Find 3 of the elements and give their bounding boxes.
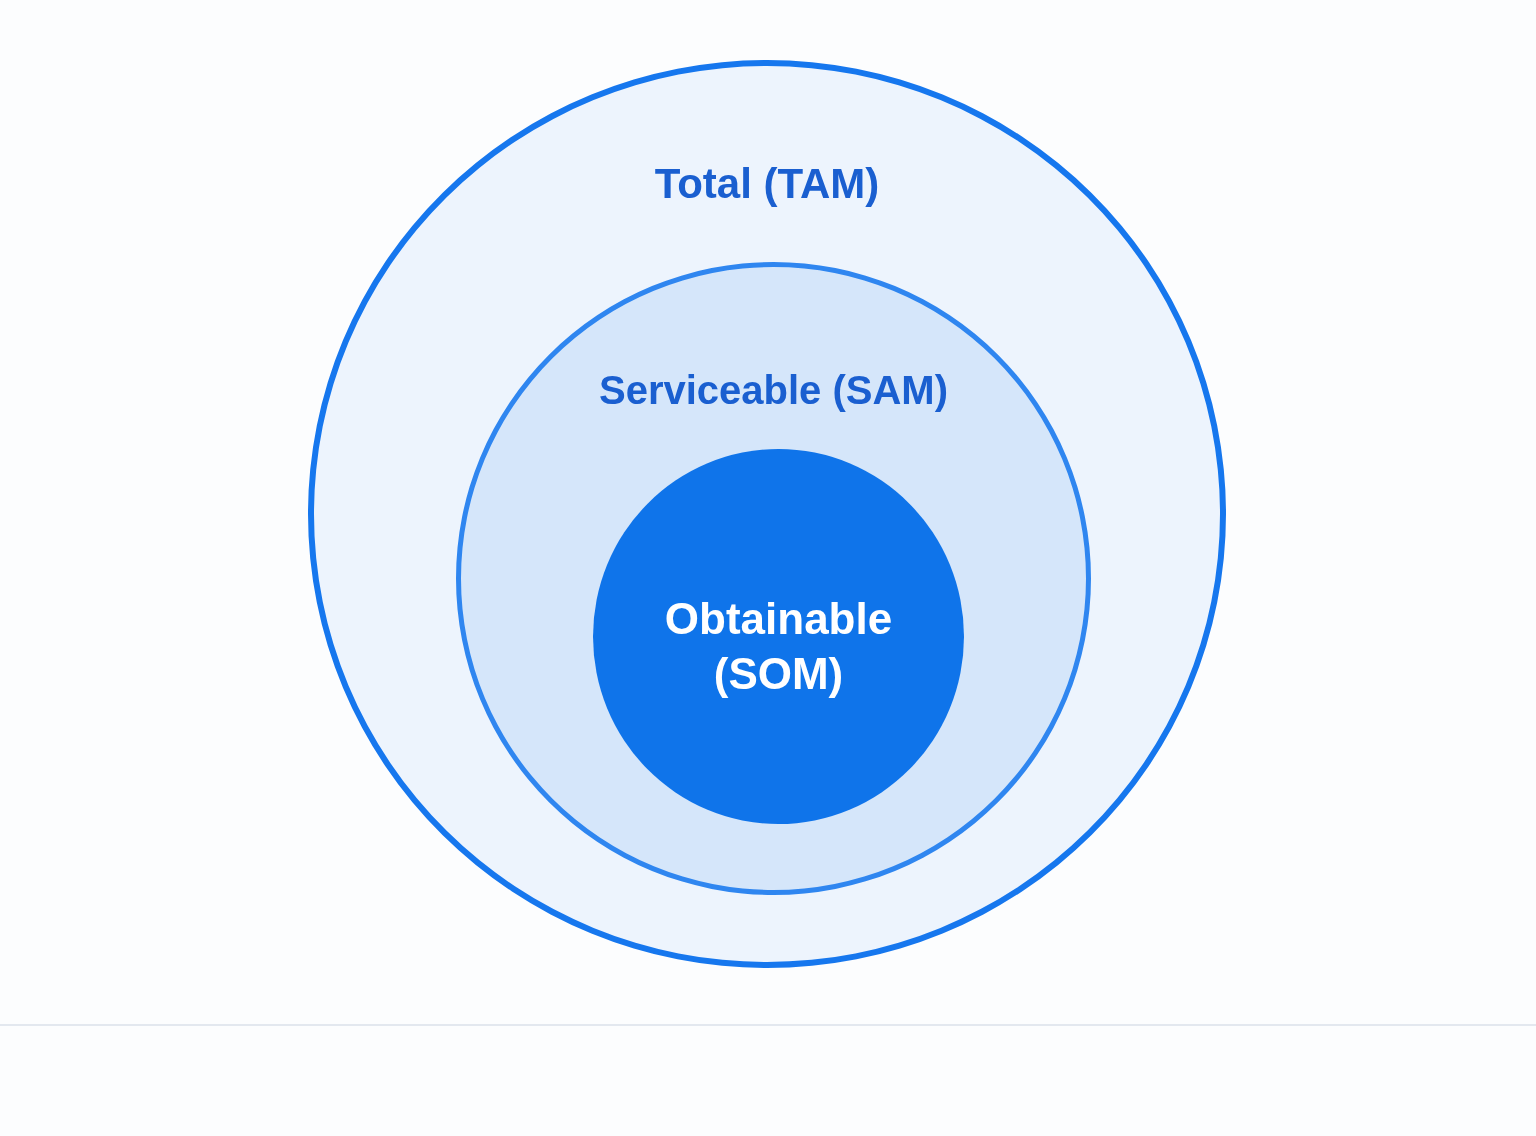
circle-label: Serviceable (SAM): [598, 367, 949, 414]
circle-label: Total (TAM): [653, 159, 881, 209]
circle-label: Obtainable (SOM): [663, 593, 894, 700]
